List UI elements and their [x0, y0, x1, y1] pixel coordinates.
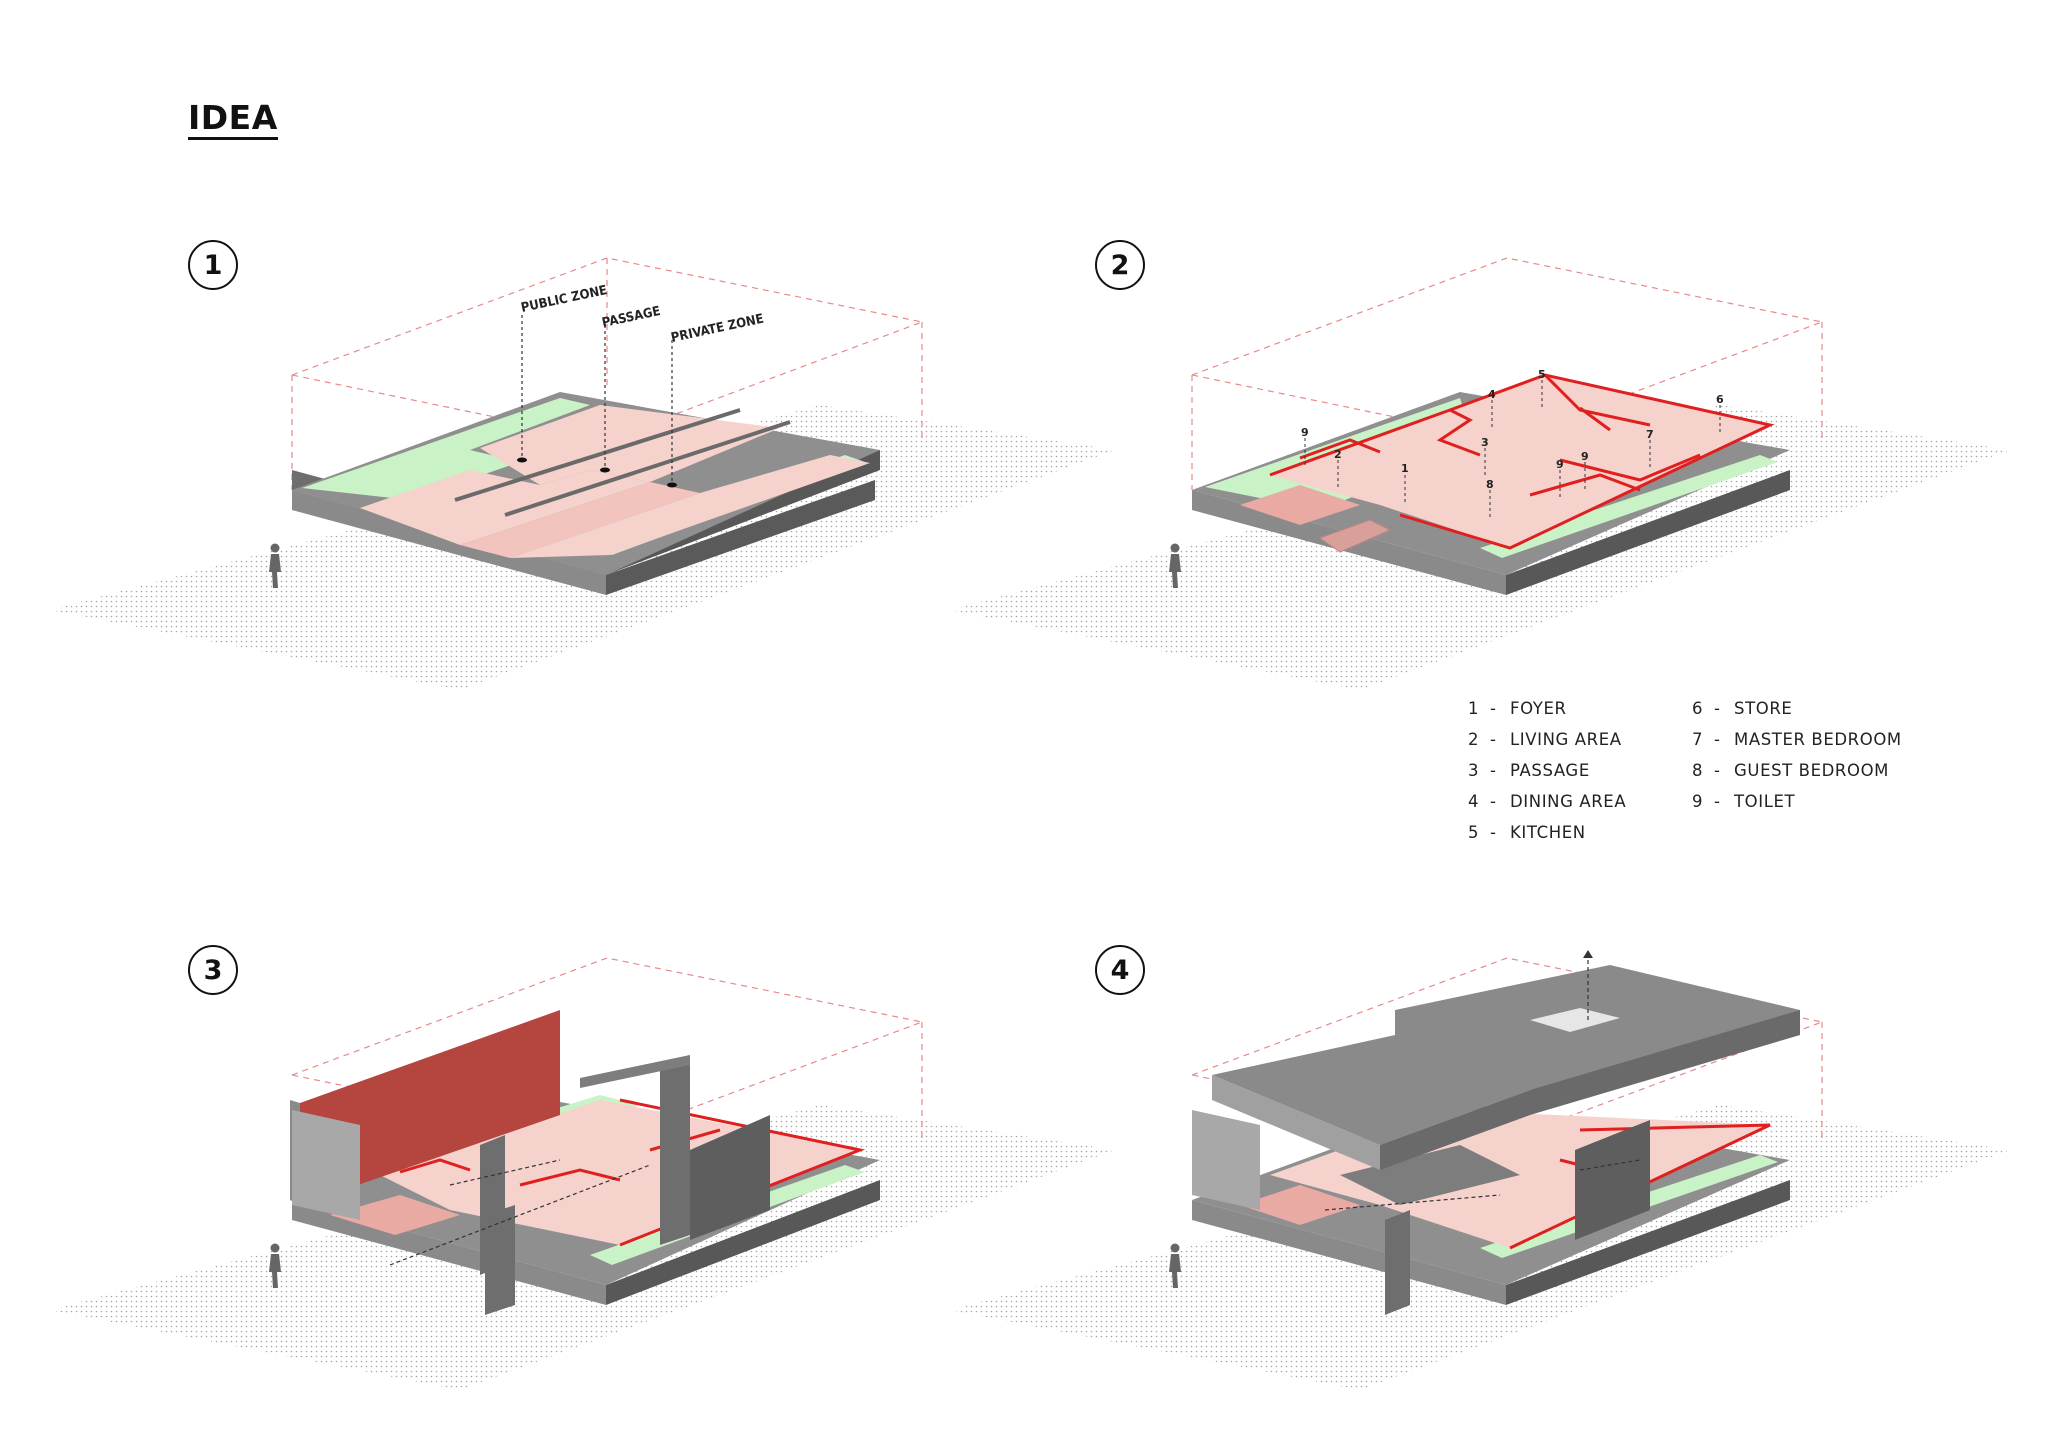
room-marker-6: 6	[1716, 393, 1724, 406]
room-marker-3: 3	[1481, 436, 1489, 449]
person-figure	[269, 1243, 281, 1288]
private-zone-floor	[510, 455, 870, 558]
legend-item: 6-STORE	[1692, 699, 1793, 718]
legend-item: 5-KITCHEN	[1468, 823, 1586, 842]
lawn-left	[302, 398, 590, 500]
page-title: IDEA	[188, 99, 278, 141]
step-2-badge: 2	[1095, 240, 1145, 290]
wall-front	[485, 1205, 515, 1315]
terrace	[1240, 485, 1360, 525]
pillar-right	[1575, 1120, 1650, 1240]
legend-item: 9-TOILET	[1692, 792, 1796, 811]
brick-wall	[300, 1010, 560, 1205]
pillar-front	[1385, 1210, 1410, 1315]
room-pointers	[1304, 380, 1721, 520]
room-marker-9a: 9	[1301, 426, 1309, 439]
step-3-badge: 3	[188, 945, 238, 995]
step-4-badge: 4	[1095, 945, 1145, 995]
passage-floor	[460, 482, 700, 558]
legend-item: 1-FOYER	[1468, 699, 1567, 718]
floor-area	[1270, 375, 1770, 548]
legend-item: 3-PASSAGE	[1468, 761, 1590, 780]
legend-item: 8-GUEST BEDROOM	[1692, 761, 1890, 780]
room-marker-2: 2	[1334, 448, 1342, 461]
public-zone-floor	[360, 470, 650, 545]
terrace	[330, 1195, 460, 1235]
person-figure	[1169, 1243, 1181, 1288]
room-marker-5: 5	[1538, 368, 1546, 381]
room-marker-1: 1	[1401, 462, 1409, 475]
room-marker-7: 7	[1646, 428, 1654, 441]
room-marker-4: 4	[1488, 388, 1496, 401]
roof-void	[1530, 1008, 1620, 1032]
room-marker-9c: 9	[1581, 450, 1589, 463]
room-marker-9b: 9	[1556, 458, 1564, 471]
legend-item: 4-DINING AREA	[1468, 792, 1627, 811]
circulation-arrows	[389, 1159, 651, 1266]
room-marker-8: 8	[1486, 478, 1494, 491]
roof-top	[1212, 965, 1800, 1145]
room-legend: 1-FOYER 6-STORE 2-LIVING AREA 7-MASTER B…	[1468, 697, 1932, 844]
legend-item: 2-LIVING AREA	[1468, 730, 1622, 749]
legend-item: 7-MASTER BEDROOM	[1692, 730, 1902, 749]
wall-left	[292, 1110, 360, 1220]
roof-front	[1212, 1075, 1380, 1170]
person-figure	[269, 543, 281, 588]
roof-side	[1380, 1010, 1800, 1170]
room-walls	[1269, 373, 1775, 550]
wall-right	[690, 1115, 770, 1240]
step-1-badge: 1	[188, 240, 238, 290]
steps	[1318, 519, 1392, 553]
person-figure	[1169, 543, 1181, 588]
